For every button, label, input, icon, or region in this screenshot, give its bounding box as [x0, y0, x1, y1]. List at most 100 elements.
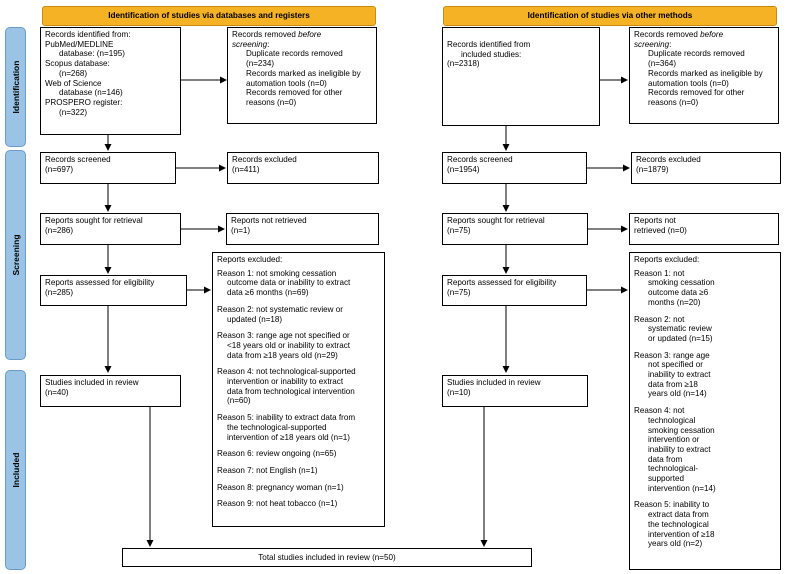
reason-6: Reason 6: review ongoing (n=65) [217, 449, 380, 459]
text-line: Reason 3: range age [634, 350, 710, 360]
text-line: (n=1954) [447, 164, 480, 174]
phase-included-label: Included [10, 452, 21, 488]
reason-1: Reason 1: not smoking cessation outcome … [217, 269, 380, 298]
removed-title-italic2: screening [634, 39, 670, 49]
text-line: Records screened [447, 155, 513, 164]
text-line: years old (n=2) [648, 539, 703, 549]
text-line: database: (n=195) [59, 49, 125, 59]
text-line: (n=364) [648, 59, 677, 69]
records-screened-box: Records screened (n=697) [40, 152, 176, 184]
reports-sought-box: Reports sought for retrieval (n=286) [40, 213, 181, 245]
reports-assessed-box: Reports assessed for eligibility (n=285) [40, 275, 187, 306]
reason-9: Reason 9: not heat tobacco (n=1) [217, 499, 380, 509]
text-line: Reports sought for retrieval [45, 216, 143, 225]
text-line: Reports not [634, 216, 676, 225]
reason-4: Reason 4: not technological-supported in… [217, 367, 380, 406]
right-reports-sought-box: Reports sought for retrieval (n=75) [442, 213, 588, 245]
text-line: Reason 4: not technological-supported [217, 367, 356, 377]
removed-title-colon: : [267, 39, 270, 49]
removed-title-prefix: Records removed [232, 30, 299, 39]
phase-identification: Identification [5, 27, 26, 147]
text-line: Reason 5: inability to [634, 500, 710, 510]
text-line: Reports assessed for eligibility [45, 278, 155, 287]
right-reports-assessed-box: Reports assessed for eligibility (n=75) [442, 275, 587, 306]
text-line: years old (n=14) [648, 389, 707, 399]
studies-included-box: Studies included in review (n=40) [40, 375, 181, 407]
text-line: Records excluded [636, 155, 701, 164]
removed-title-cont: screening: [232, 40, 372, 50]
text-line: (n=40) [45, 387, 69, 397]
text-line: Reason 1: not smoking cessation [217, 268, 337, 278]
text-line: <18 years old or inability to extract [227, 340, 351, 350]
text-line: Reason 7: not English (n=1) [217, 465, 318, 475]
text-line: Records identified from [447, 40, 531, 49]
text-line: automation tools (n=0) [648, 78, 729, 88]
text-line: Records removed for other [648, 88, 745, 98]
text-line: PROSPERO register: [45, 97, 123, 107]
removed-title-cont: screening: [634, 40, 774, 50]
text-line: Records removed for other [246, 88, 343, 98]
text-line: data from ≥18 [648, 379, 698, 389]
reason-8: Reason 8: pregnancy woman (n=1) [217, 483, 380, 493]
text-line: intervention or [648, 435, 700, 445]
text-line: (n=697) [45, 164, 74, 174]
text-line: extract data from [648, 510, 709, 520]
text-line: inability to extract [648, 444, 711, 454]
text-line: inability to extract [648, 370, 711, 380]
text-line: data ≥6 months (n=69) [227, 288, 309, 298]
text-line: Records excluded [232, 155, 297, 164]
text-line: smoking cessation [648, 278, 715, 288]
right-records-identified-box: Records identified from included studies… [442, 27, 600, 126]
reason-2: Reason 2: not systematic review or updat… [634, 315, 776, 344]
right-reports-not-retrieved-box: Reports not retrieved (n=0) [629, 213, 779, 245]
text-line: systematic review [648, 324, 712, 334]
text-line: PubMed/MEDLINE [45, 39, 114, 49]
removed-title-italic: before [700, 30, 724, 39]
records-removed-box: Records removed before screening: Duplic… [227, 27, 377, 124]
text-line: Reason 1: not [634, 268, 685, 278]
text-line: outcome data ≥6 [648, 288, 709, 298]
text-line: (n=234) [246, 59, 275, 69]
reason-3: Reason 3: range age not specified or ina… [634, 351, 776, 400]
reports-excluded-box: Reports excluded: Reason 1: not smoking … [212, 252, 385, 527]
removed-title-italic: before [298, 30, 322, 39]
text-line: (n=1879) [636, 164, 669, 174]
text-line: Reason 6: review ongoing (n=65) [217, 449, 337, 459]
text-line: Studies included in review [45, 378, 139, 387]
text-line: intervention of ≥18 years old (n=1) [227, 432, 350, 442]
text-line: not specified or [648, 360, 703, 370]
text-line: (n=2318) [447, 59, 480, 69]
text-line: Reason 3: range age not specified or [217, 331, 350, 341]
text-line: Scopus database: [45, 59, 110, 69]
text-line: or updated (n=15) [648, 333, 713, 343]
total-studies-box: Total studies included in review (n=50) [122, 548, 532, 567]
text-line: (n=60) [227, 396, 251, 406]
text-line: technological- [648, 464, 698, 474]
text-line: Studies included in review [447, 378, 541, 387]
text-line: the technological-supported [227, 422, 327, 432]
right-records-excluded-box: Records excluded (n=1879) [631, 152, 781, 184]
removed-title-colon: : [669, 39, 672, 49]
phase-screening: Screening [5, 150, 26, 360]
text-line: months (n=20) [648, 297, 701, 307]
text-line: (n=286) [45, 225, 74, 235]
text-line: Web of Science [45, 78, 102, 88]
text-line: smoking cessation [648, 425, 715, 435]
text-line: (n=1) [231, 225, 251, 235]
text-line: intervention (n=14) [648, 483, 716, 493]
text-line: included studies: [461, 49, 522, 59]
text-line: (n=411) [232, 164, 260, 174]
phase-identification-label: Identification [10, 60, 21, 114]
text-line: supported [648, 474, 684, 484]
reason-5: Reason 5: inability to extract data from… [217, 413, 380, 442]
text-line: updated (n=18) [227, 314, 283, 324]
excluded-title: Reports excluded: [634, 255, 700, 264]
header-other-methods: Identification of studies via other meth… [443, 6, 777, 26]
removed-title-prefix: Records removed [634, 30, 701, 39]
text-line: Records identified from: [45, 30, 131, 39]
phase-included: Included [5, 370, 26, 570]
text-line: Records marked as ineligible by [648, 68, 763, 78]
reason-4: Reason 4: not technological smoking cess… [634, 406, 776, 493]
excluded-title: Reports excluded: [217, 255, 283, 264]
